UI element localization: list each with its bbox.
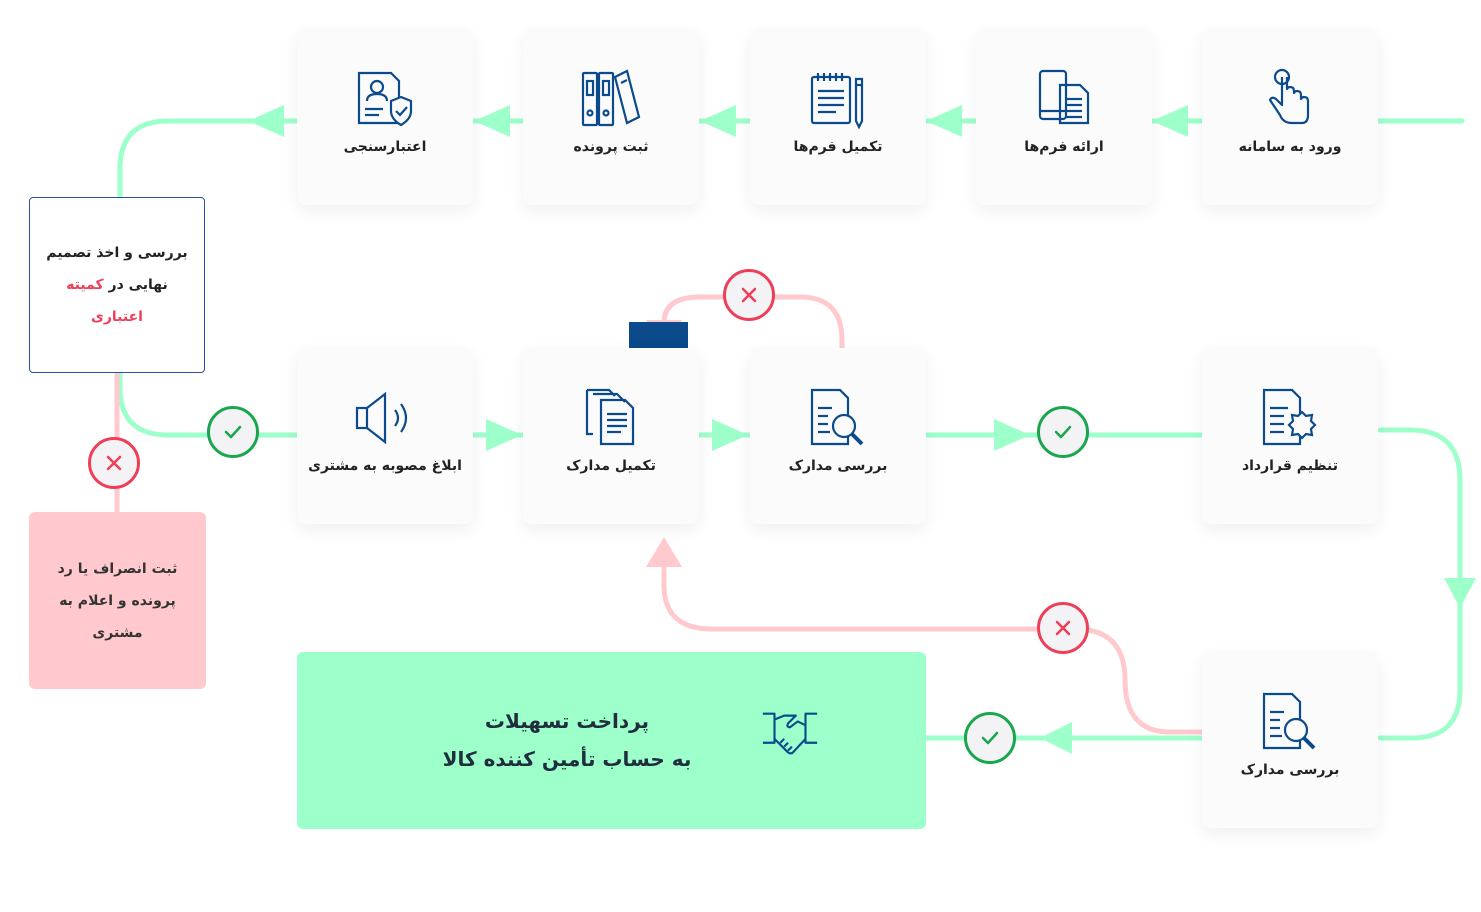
arrow-to-contract-check (994, 419, 1030, 451)
certificate-document-icon (1262, 388, 1317, 446)
close-icon (106, 455, 122, 471)
step-login[interactable]: ورود به سامانه (1202, 29, 1378, 205)
payment-line-1: پرداخت تسهیلات (484, 709, 650, 733)
step-review-docs-final-label: بررسی مدارک (1240, 762, 1340, 778)
close-icon (1055, 620, 1071, 636)
step-register-file-label: ثبت پرونده (573, 139, 649, 155)
payment-line-2: به حساب تأمین کننده کالا (442, 747, 692, 771)
phone-document-icon (1038, 69, 1090, 125)
step-register-file[interactable]: ثبت پرونده (523, 29, 699, 205)
step-credit-check-label: اعتبارسنجی (343, 139, 427, 155)
handshake-icon (762, 712, 818, 755)
credit-committee-decision: بررسی و اخذ تصمیم نهایی در کمیته اعتباری (29, 197, 205, 373)
step-contract-label: تنظیم قرارداد (1241, 458, 1339, 474)
speaker-icon (355, 391, 408, 445)
step-complete-docs-label: تکمیل مدارک (566, 458, 656, 474)
rejection-text: ثبت انصراف یا رد پرونده و اعلام به مشتری (57, 560, 178, 641)
step-review-docs-label: بررسی مدارک (788, 458, 888, 474)
step-notify-customer[interactable]: ابلاغ مصوبه به مشتری (297, 348, 473, 524)
document-search-icon (810, 388, 864, 446)
hand-pointer-icon (1268, 68, 1310, 125)
step-provide-forms[interactable]: ارائه فرم‌ها (976, 29, 1152, 205)
step-complete-docs[interactable]: تکمیل مدارک (523, 348, 699, 524)
arrow-to-review-docs (712, 419, 748, 451)
arrow-to-complete-forms (926, 105, 962, 137)
arrow-to-complete-docs (486, 419, 522, 451)
step-contract[interactable]: تنظیم قرارداد (1202, 348, 1378, 524)
profile-shield-icon (357, 71, 413, 127)
rejection-box: ثبت انصراف یا رد پرونده و اعلام به مشتری (29, 512, 206, 689)
arrow-final-reject-up (646, 537, 682, 567)
payment-text: پرداخت تسهیلات به حساب تأمین کننده کالا (387, 702, 747, 778)
arrow-to-credit-check (474, 105, 510, 137)
document-search-icon (1262, 692, 1316, 750)
arrow-down-right-loop (1444, 578, 1476, 608)
reject-mark-review (723, 269, 775, 321)
decision-approve-path (117, 370, 1206, 438)
payment-box: پرداخت تسهیلات به حساب تأمین کننده کالا (297, 652, 926, 829)
stacked-documents-icon (585, 388, 635, 446)
notepad-pencil-icon (810, 73, 864, 130)
binders-icon (581, 69, 641, 127)
decision-text: بررسی و اخذ تصمیم نهایی در (46, 245, 188, 293)
decision-highlight: کمیته اعتباری (66, 277, 143, 325)
step-credit-check[interactable]: اعتبارسنجی (297, 29, 473, 205)
step-provide-forms-label: ارائه فرم‌ها (1024, 139, 1104, 155)
step-complete-forms-label: تکمیل فرم‌ها (793, 139, 883, 155)
review-reject-loop (661, 294, 845, 351)
step-review-docs[interactable]: بررسی مدارک (750, 348, 926, 524)
approve-check-decision (207, 406, 259, 458)
arrow-to-register-file (700, 105, 736, 137)
reject-mark-final-review (1037, 602, 1089, 654)
step-complete-forms[interactable]: تکمیل فرم‌ها (750, 29, 926, 205)
approve-check-payment (964, 712, 1016, 764)
top-row-path (117, 118, 1465, 200)
position-marker (629, 322, 688, 348)
check-icon (224, 425, 242, 439)
close-icon (741, 287, 757, 303)
final-reject-loop (661, 557, 1206, 735)
reject-mark-decision (88, 437, 140, 489)
arrow-to-provide-forms (1152, 105, 1188, 137)
step-login-label: ورود به سامانه (1238, 139, 1342, 155)
step-notify-customer-label: ابلاغ مصوبه به مشتری (308, 458, 462, 474)
arrow-to-decision (248, 105, 284, 137)
step-review-docs-final[interactable]: بررسی مدارک (1202, 652, 1378, 828)
check-icon (1054, 425, 1072, 439)
check-icon (981, 731, 999, 745)
arrow-to-payment (1040, 722, 1072, 754)
approve-check-contract (1037, 406, 1089, 458)
